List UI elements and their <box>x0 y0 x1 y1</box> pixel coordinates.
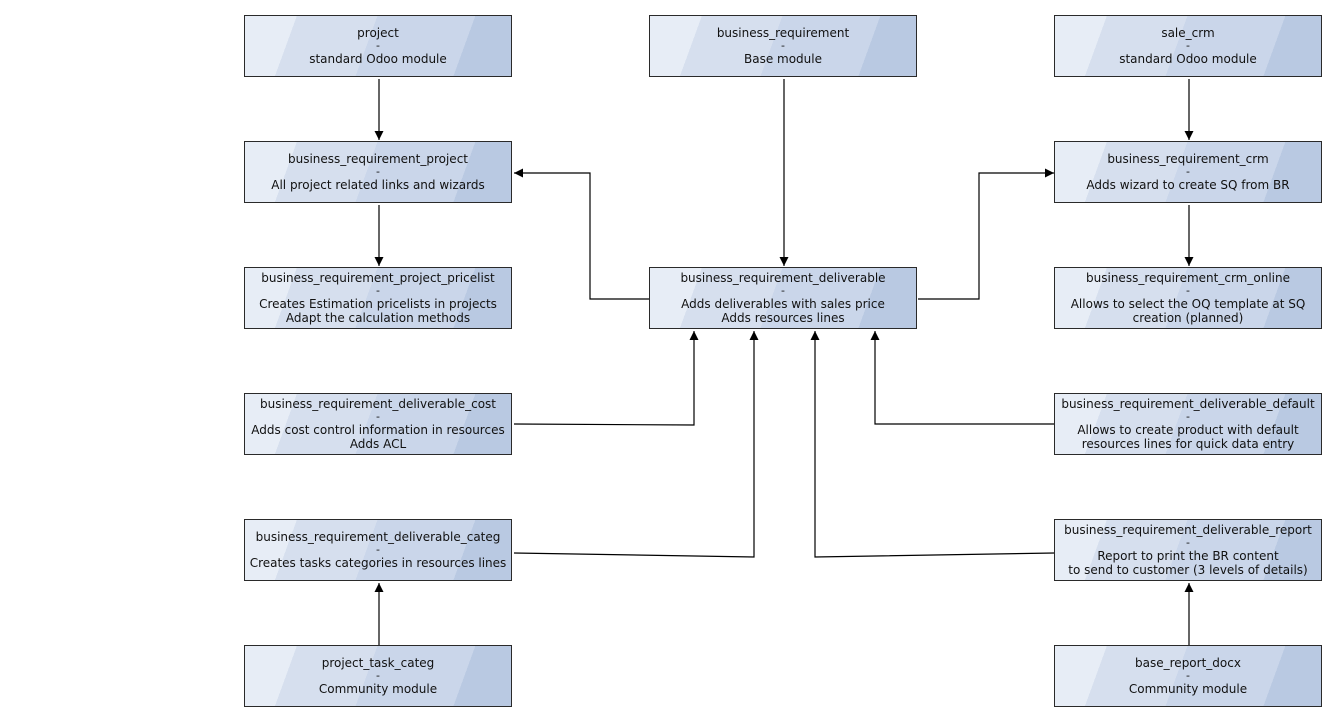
node-title: business_requirement_crm_online <box>1086 271 1290 285</box>
node-description: Adds resources lines <box>721 311 845 325</box>
node-title: base_report_docx <box>1135 656 1241 670</box>
node-description: Adds wizard to create SQ from BR <box>1086 178 1290 192</box>
node-title: business_requirement_project <box>288 152 468 166</box>
node-title: project <box>357 26 399 40</box>
node-separator: - <box>1186 669 1190 682</box>
edge-deliverable-report-to-deliverable <box>810 331 1055 558</box>
node-title: business_requirement_deliverable_default <box>1061 397 1315 411</box>
node-separator: - <box>781 39 785 52</box>
node-title: business_requirement_deliverable_categ <box>255 530 501 544</box>
edge-deliverable-to-br-project <box>514 168 650 300</box>
node-description: to send to customer (3 levels of details… <box>1068 563 1308 577</box>
node-description: standard Odoo module <box>309 52 447 66</box>
node-description: Adds deliverables with sales price <box>681 297 885 311</box>
node-br-crm: business_requirement_crm - Adds wizard t… <box>1054 141 1322 203</box>
node-br-deliverable-cost: business_requirement_deliverable_cost - … <box>244 393 512 455</box>
edge-deliverable-to-br-crm <box>918 168 1054 300</box>
node-br-deliverable-default: business_requirement_deliverable_default… <box>1054 393 1322 455</box>
node-separator: - <box>1186 165 1190 178</box>
node-br-project: business_requirement_project - All proje… <box>244 141 512 203</box>
edge-deliverable-cost-to-deliverable <box>513 331 699 426</box>
node-separator: - <box>376 543 380 556</box>
node-sale-crm: sale_crm - standard Odoo module <box>1054 15 1322 77</box>
node-description: creation (planned) <box>1132 311 1244 325</box>
node-description: resources lines for quick data entry <box>1081 437 1295 451</box>
node-description: Creates Estimation pricelists in project… <box>259 297 497 311</box>
edge-deliverable-categ-to-deliverable <box>513 331 759 558</box>
node-title: business_requirement <box>716 26 850 40</box>
node-description: Community module <box>318 682 438 696</box>
node-br-deliverable-categ: business_requirement_deliverable_categ -… <box>244 519 512 581</box>
node-description: Community module <box>1128 682 1248 696</box>
node-br-crm-online: business_requirement_crm_online - Allows… <box>1054 267 1322 329</box>
node-br-project-pricelist: business_requirement_project_pricelist -… <box>244 267 512 329</box>
node-br-deliverable: business_requirement_deliverable - Adds … <box>649 267 917 329</box>
node-separator: - <box>1186 410 1190 423</box>
node-separator: - <box>376 669 380 682</box>
node-description: Adds ACL <box>349 437 407 451</box>
node-title: business_requirement_deliverable_cost <box>259 397 496 411</box>
node-description: All project related links and wizards <box>271 178 485 192</box>
edge-deliverable-default-to-deliverable <box>870 331 1054 425</box>
node-separator: - <box>1186 39 1190 52</box>
node-title: business_requirement_project_pricelist <box>261 271 495 285</box>
node-description: Allows to select the OQ template at SQ <box>1070 297 1306 311</box>
node-project: project - standard Odoo module <box>244 15 512 77</box>
node-title: business_requirement_crm <box>1107 152 1269 166</box>
node-description: standard Odoo module <box>1119 52 1257 66</box>
node-description: Adds cost control information in resourc… <box>251 423 505 437</box>
node-br-deliverable-report: business_requirement_deliverable_report … <box>1054 519 1322 581</box>
node-project-task-categ: project_task_categ - Community module <box>244 645 512 707</box>
node-separator: - <box>376 410 380 423</box>
node-description: Creates tasks categories in resources li… <box>249 556 507 570</box>
node-title: business_requirement_deliverable_report <box>1064 523 1312 537</box>
node-title: project_task_categ <box>321 656 435 670</box>
node-description: Base module <box>743 52 822 66</box>
node-separator: - <box>1186 284 1190 297</box>
node-description: Allows to create product with default <box>1077 423 1299 437</box>
node-separator: - <box>376 39 380 52</box>
node-base-report-docx: base_report_docx - Community module <box>1054 645 1322 707</box>
node-description: Adapt the calculation methods <box>285 311 471 325</box>
node-description: Report to print the BR content <box>1097 549 1279 563</box>
node-separator: - <box>376 284 380 297</box>
node-separator: - <box>376 165 380 178</box>
node-title: sale_crm <box>1161 26 1215 40</box>
node-business-requirement: business_requirement - Base module <box>649 15 917 77</box>
node-separator: - <box>1186 536 1190 549</box>
node-title: business_requirement_deliverable <box>680 271 886 285</box>
node-separator: - <box>781 284 785 297</box>
